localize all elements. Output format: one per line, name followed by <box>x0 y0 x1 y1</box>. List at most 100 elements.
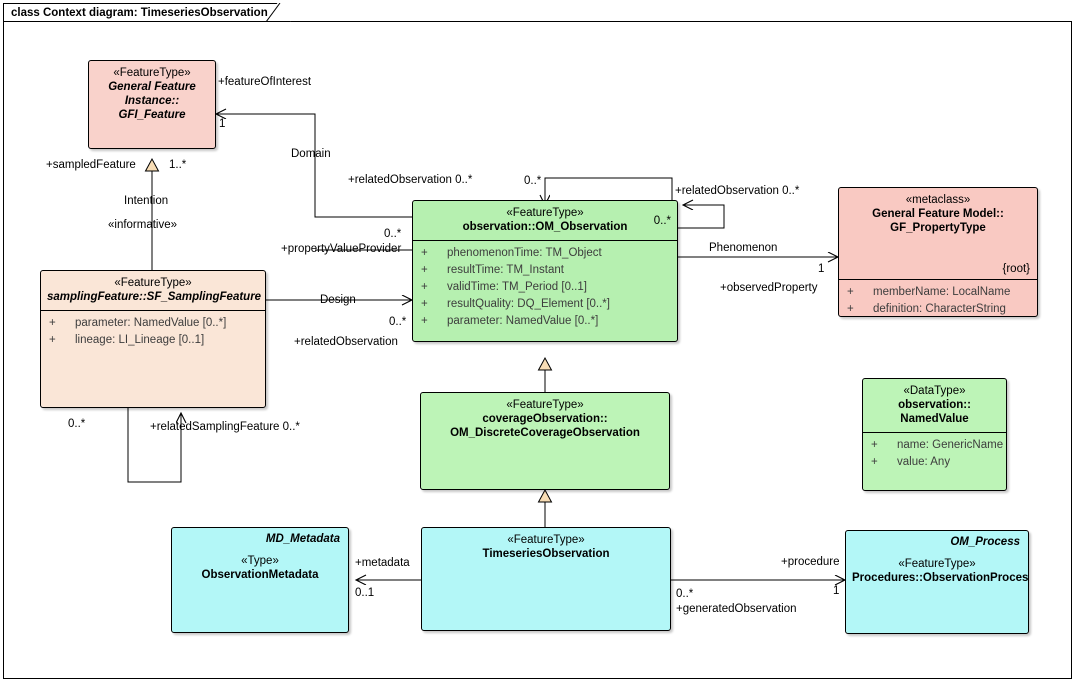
label-self-loop-top-multiplicity: 0..* <box>524 175 542 187</box>
label-featureofinterest-multiplicity: 1 <box>219 118 226 130</box>
label-featureofinterest: +featureOfInterest <box>218 76 312 88</box>
class-timeseriesobservation-header: «FeatureType» TimeseriesObservation <box>422 528 670 567</box>
attribute-visibility: + <box>421 298 428 311</box>
class-namedvalue-name-2: NamedValue <box>900 413 969 426</box>
class-namedvalue-stereotype: «DataType» <box>903 385 966 397</box>
class-timeseriesobservation-name: TimeseriesObservation <box>482 548 610 561</box>
label-design: Design <box>320 294 356 306</box>
class-sf-samplingfeature-header: «FeatureType» samplingFeature::SF_Sampli… <box>41 271 265 310</box>
class-om-observation-name: observation::OM_Observation <box>462 221 628 234</box>
class-observationprocess-header: «FeatureType» Procedures::ObservationPro… <box>846 531 1028 591</box>
attribute-visibility: + <box>49 317 56 330</box>
class-sf-samplingfeature-name: samplingFeature::SF_SamplingFeature <box>47 291 262 304</box>
attribute-text: phenomenonTime: TM_Object <box>447 247 602 260</box>
label-generatedobservation-multiplicity: 0..* <box>676 588 694 600</box>
class-gf-propertytype-name-1: General Feature Model:: <box>872 208 1004 221</box>
class-gfi-feature[interactable]: «FeatureType» General Feature Instance::… <box>88 60 216 149</box>
class-gfi-feature-header: «FeatureType» General Feature Instance::… <box>89 61 215 128</box>
attribute-row: + lineage: LI_Lineage [0..1] <box>45 332 261 349</box>
class-gfi-feature-stereotype: «FeatureType» <box>113 67 191 79</box>
label-relatedsamplingfeature: +relatedSamplingFeature 0..* <box>150 421 300 433</box>
diagram-title-text: class Context diagram: TimeseriesObserva… <box>11 6 268 19</box>
class-namedvalue-attributes: +name: GenericName + value: Any <box>863 432 1006 476</box>
label-procedure-multiplicity: 1 <box>833 585 840 597</box>
class-om-discretecoverageobservation-name-1: coverageObservation:: <box>482 413 608 426</box>
class-sf-samplingfeature-stereotype: «FeatureType» <box>114 277 192 289</box>
class-observationprocess-name: Procedures::ObservationProcess <box>852 572 1029 585</box>
class-sf-samplingfeature[interactable]: «FeatureType» samplingFeature::SF_Sampli… <box>40 270 266 408</box>
label-procedure: +procedure <box>781 556 840 568</box>
class-om-observation-stereotype: «FeatureType» <box>506 207 584 219</box>
class-observationprocess[interactable]: OM_Process «FeatureType» Procedures::Obs… <box>845 530 1029 634</box>
class-om-discretecoverageobservation-name-2: OM_DiscreteCoverageObservation <box>450 427 640 440</box>
attribute-visibility: + <box>871 456 878 469</box>
attribute-visibility: + <box>871 439 878 452</box>
label-intention-stereotype: «informative» <box>108 219 178 231</box>
label-relatedobservation-right: +relatedObservation 0..* <box>675 185 800 197</box>
label-intention: Intention <box>124 195 169 207</box>
class-om-discretecoverageobservation-stereotype: «FeatureType» <box>506 399 584 411</box>
class-om-discretecoverageobservation[interactable]: «FeatureType» coverageObservation:: OM_D… <box>420 392 670 490</box>
label-phenomenon-multiplicity: 1 <box>818 263 825 275</box>
class-gfi-feature-name-2: Instance:: <box>124 95 180 108</box>
attribute-text: parameter: NamedValue [0..*] <box>75 317 227 330</box>
label-sampledfeature-multiplicity: 1..* <box>169 159 187 171</box>
diagram-tab-corner-icon <box>266 3 281 22</box>
diagram-frame-border <box>3 21 1072 679</box>
class-sf-samplingfeature-attributes: + parameter: NamedValue [0..*] + lineage: … <box>41 310 265 354</box>
attribute-visibility: + <box>847 286 854 298</box>
attribute-row: + parameter: NamedValue [0..*] <box>45 315 261 332</box>
class-namedvalue[interactable]: «DataType» observation:: NamedValue +nam… <box>862 378 1007 491</box>
class-om-discretecoverageobservation-header: «FeatureType» coverageObservation:: OM_D… <box>421 393 669 446</box>
class-observationmetadata-header: «Type» ObservationMetadata <box>172 528 348 588</box>
label-metadata: +metadata <box>355 557 410 569</box>
attribute-row: +resultQuality: DQ_Element [0..*] <box>417 296 673 313</box>
class-namedvalue-header: «DataType» observation:: NamedValue <box>863 379 1006 432</box>
attribute-row: +phenomenonTime: TM_Object <box>417 245 673 262</box>
attribute-row: + validTime: TM_Period [0..1] <box>417 279 673 296</box>
class-om-observation-corner-multiplicity: 0..* <box>653 215 671 227</box>
class-timeseriesobservation[interactable]: «FeatureType» TimeseriesObservation <box>421 527 671 631</box>
class-gf-propertytype-stereotype: «metaclass» <box>905 194 971 206</box>
label-propertyvalueprovider-multiplicity: 0..* <box>384 228 402 240</box>
class-gf-propertytype-header: «metaclass» General Feature Model:: GF_P… <box>839 188 1037 279</box>
class-observationmetadata[interactable]: MD_Metadata «Type» ObservationMetadata <box>171 527 349 633</box>
class-gfi-feature-name-1: General Feature <box>108 81 196 94</box>
class-observationmetadata-top-right-label: MD_Metadata <box>265 533 340 545</box>
class-observationmetadata-name: ObservationMetadata <box>201 569 319 582</box>
attribute-text: parameter: NamedValue [0..*] <box>447 315 599 328</box>
label-design-multiplicity: 0..* <box>389 316 407 328</box>
class-namedvalue-name-1: observation:: <box>898 399 971 412</box>
attribute-visibility: + <box>49 334 56 347</box>
attribute-text: lineage: LI_Lineage [0..1] <box>75 334 205 347</box>
attribute-row: + parameter: NamedValue [0..*] <box>417 313 673 330</box>
class-timeseriesobservation-stereotype: «FeatureType» <box>507 534 585 546</box>
attribute-visibility: + <box>421 315 428 328</box>
attribute-row: + value: Any <box>867 454 1002 471</box>
class-gf-propertytype-name-2: GF_PropertyType <box>890 222 986 235</box>
class-observationprocess-stereotype: «FeatureType» <box>898 558 976 570</box>
label-relatedobservation-domain: +relatedObservation 0..* <box>348 174 473 186</box>
class-gf-propertytype[interactable]: «metaclass» General Feature Model:: GF_P… <box>838 187 1038 317</box>
attribute-row: + memberName: LocalName <box>843 284 1033 301</box>
class-observationprocess-top-right-label: OM_Process <box>950 536 1020 548</box>
attribute-visibility: + <box>421 281 428 294</box>
label-samplingfeature-self-multiplicity: 0..* <box>68 418 86 430</box>
attribute-text: validTime: TM_Period [0..1] <box>447 281 587 294</box>
class-om-observation-header: «FeatureType» observation::OM_Observatio… <box>413 201 677 240</box>
attribute-text: resultTime: TM_Instant <box>447 264 564 277</box>
attribute-text: value: Any <box>897 456 951 469</box>
attribute-row: +name: GenericName <box>867 437 1003 454</box>
class-observationmetadata-stereotype: «Type» <box>241 555 279 567</box>
diagram-title-tab: class Context diagram: TimeseriesObserva… <box>3 3 291 22</box>
attribute-text: memberName: LocalName <box>873 286 1011 298</box>
class-gf-propertytype-attributes: + memberName: LocalName +definition: Char… <box>839 279 1037 316</box>
class-gf-propertytype-constraint: {root} <box>1002 262 1031 275</box>
class-om-observation[interactable]: «FeatureType» observation::OM_Observatio… <box>412 200 678 342</box>
class-om-observation-attributes: +phenomenonTime: TM_Object +resultTime: … <box>413 240 677 335</box>
attribute-row: +definition: CharacterString <box>843 301 1033 316</box>
attribute-visibility: + <box>421 264 428 277</box>
label-observedproperty: +observedProperty <box>720 282 818 294</box>
attribute-visibility: + <box>847 303 854 316</box>
